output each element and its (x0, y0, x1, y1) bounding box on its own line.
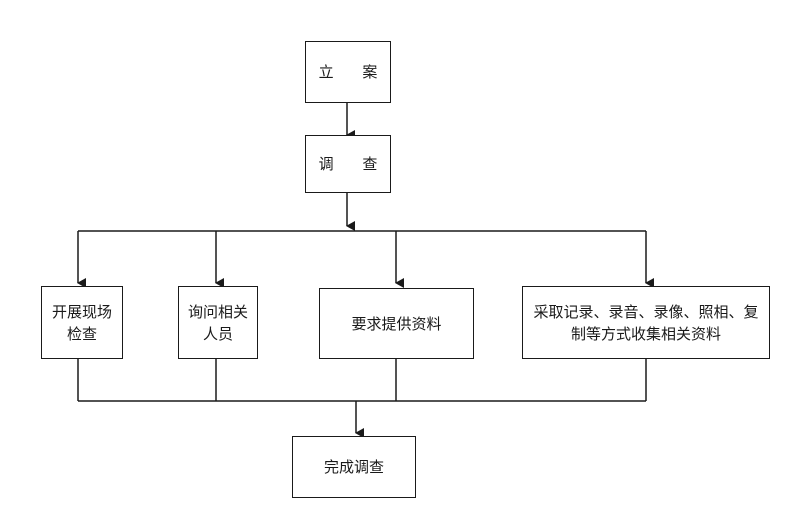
node-inquire-persons: 询问相关人员 (178, 286, 258, 359)
node-collect-evidence-label: 采取记录、录音、录像、照相、复制等方式收集相关资料 (533, 302, 759, 343)
node-investigate: 调 查 (305, 135, 391, 193)
node-start-label: 立 案 (318, 63, 390, 81)
node-request-materials-label: 要求提供资料 (351, 314, 442, 333)
node-complete-label: 完成调查 (323, 458, 384, 476)
node-investigate-label: 调 查 (318, 155, 390, 173)
node-collect-evidence: 采取记录、录音、录像、照相、复制等方式收集相关资料 (522, 286, 770, 359)
node-inquire-persons-label: 询问相关人员 (187, 302, 248, 343)
node-request-materials: 要求提供资料 (319, 288, 474, 359)
node-complete: 完成调查 (292, 436, 416, 498)
node-site-inspection: 开展现场检查 (41, 286, 123, 359)
node-site-inspection-label: 开展现场检查 (51, 302, 112, 343)
node-start: 立 案 (305, 41, 391, 103)
